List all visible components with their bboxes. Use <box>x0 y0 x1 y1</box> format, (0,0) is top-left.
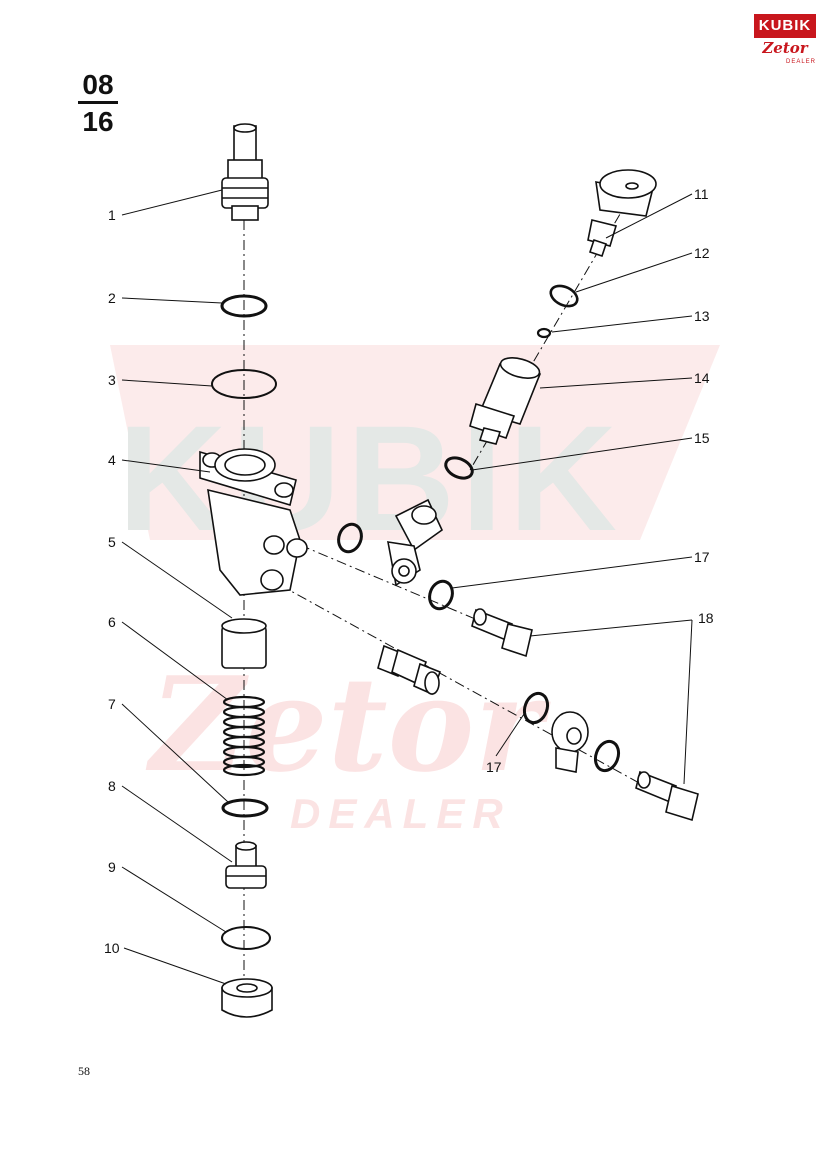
section-number-top: 08 <box>82 69 114 100</box>
watermark-tag: DEALER <box>290 790 511 837</box>
logo-sub: Zetor <box>762 39 808 57</box>
callout-18: 18 <box>698 610 714 626</box>
leader-lines <box>121 189 693 985</box>
section-number-bottom: 16 <box>82 106 114 137</box>
callout-2: 2 <box>108 290 116 306</box>
callout-5: 5 <box>108 534 116 550</box>
part-3-o-ring <box>211 369 277 399</box>
callout-6: 6 <box>108 614 116 630</box>
page-number: 58 <box>78 1064 90 1078</box>
callout-numbers: 1 2 3 4 5 6 7 8 9 10 11 12 13 14 15 17 1… <box>104 186 714 956</box>
lower-washer-right <box>593 739 621 773</box>
part-17-washer-lower <box>522 691 550 725</box>
section-number-divider <box>78 101 118 104</box>
part-5-cup <box>221 618 267 669</box>
part-18-banjo-bolt-upper <box>471 608 533 658</box>
lower-branch-axis <box>279 584 671 801</box>
logo-brand: KUBIK <box>754 14 816 38</box>
axis-lines <box>243 179 671 980</box>
callout-17-upper: 17 <box>694 549 710 565</box>
callout-15: 15 <box>694 430 710 446</box>
part-4-valve-body <box>199 448 308 596</box>
callout-17-lower: 17 <box>486 759 502 775</box>
part-10-cap-nut <box>221 978 273 1018</box>
watermark-brand: KUBIK <box>118 394 623 562</box>
part-2-seal-ring <box>220 294 268 318</box>
callout-12: 12 <box>694 245 710 261</box>
callout-1: 1 <box>108 207 116 223</box>
callout-4: 4 <box>108 452 116 468</box>
part-9-o-ring <box>221 926 271 950</box>
watermark: KUBIK Zetor DEALER <box>110 345 720 837</box>
union-nipple <box>377 644 442 696</box>
watermark-sub: Zetor <box>145 648 551 801</box>
banjo-fitting-lower <box>551 711 589 773</box>
callout-8: 8 <box>108 778 116 794</box>
callout-3: 3 <box>108 372 116 388</box>
part-8-plug <box>225 841 267 889</box>
part-6-spring <box>222 695 266 777</box>
callout-11: 11 <box>694 186 709 202</box>
logo-tag: DEALER <box>785 59 816 65</box>
part-1-valve <box>221 123 269 221</box>
callout-13: 13 <box>694 308 710 324</box>
part-15-washer <box>444 456 474 480</box>
section-number: 08 16 <box>78 70 118 137</box>
upper-washer-left <box>337 522 363 554</box>
part-11-valve-head <box>587 169 657 258</box>
callout-9: 9 <box>108 859 116 875</box>
callout-10: 10 <box>104 940 120 956</box>
callout-14: 14 <box>694 370 710 386</box>
callout-7: 7 <box>108 696 116 712</box>
part-7-seal-ring <box>221 798 269 818</box>
part-14-adapter <box>469 357 542 445</box>
banjo-fitting-upper <box>387 498 444 587</box>
part-12-seal-ring <box>549 284 579 308</box>
part-18-banjo-bolt-lower <box>635 770 699 822</box>
part-13-small-ring <box>536 327 552 339</box>
part-17-washer-upper <box>428 579 454 611</box>
kubik-zetor-logo: KUBIK Zetor DEALER <box>754 14 816 72</box>
